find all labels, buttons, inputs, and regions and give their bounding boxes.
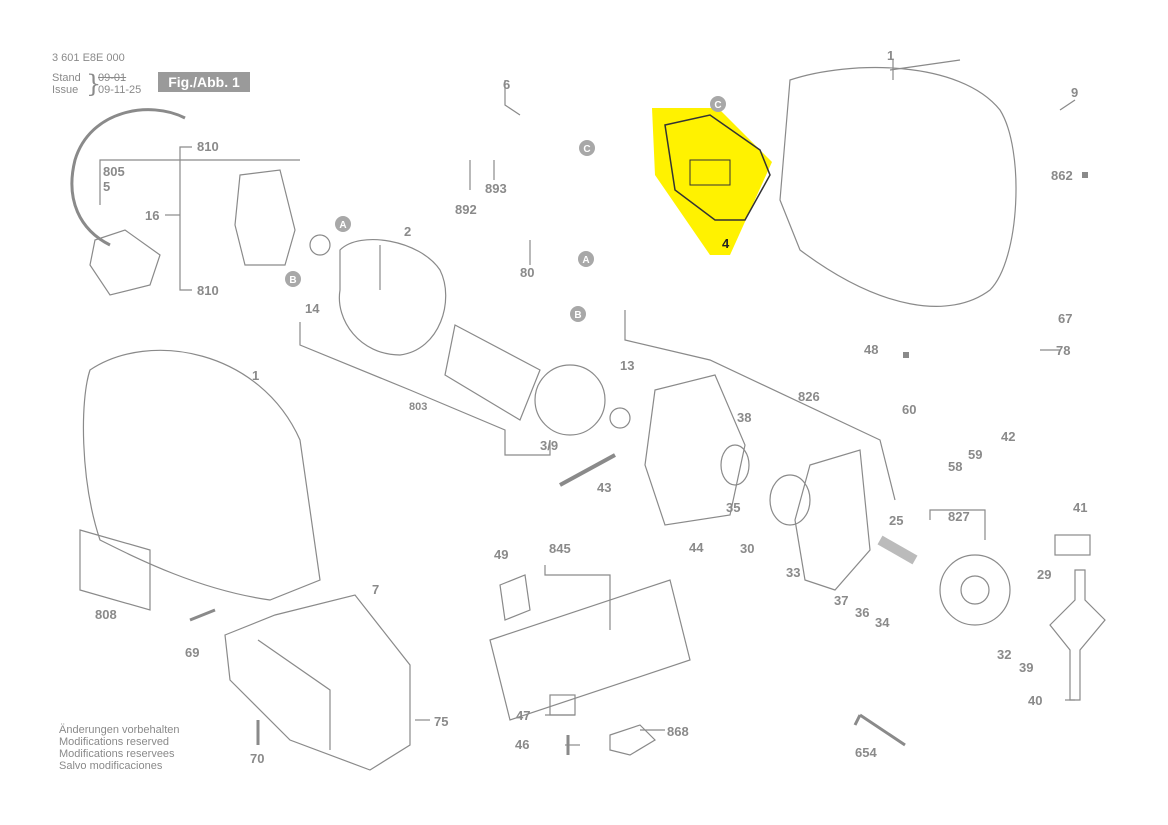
highlight-part-4 <box>652 108 772 255</box>
part-label-1b: 1 <box>252 368 260 383</box>
part-label-40: 40 <box>1028 693 1043 708</box>
part-label-845: 845 <box>549 541 571 556</box>
part-label-59: 59 <box>968 447 983 462</box>
part-label-1a: 1 <box>887 48 895 63</box>
part-label-2: 2 <box>404 224 412 239</box>
switch-4 <box>664 114 771 221</box>
part-label-47: 47 <box>516 708 531 723</box>
part-label-4: 4 <box>722 236 730 251</box>
part-label-78: 78 <box>1056 343 1071 358</box>
modification-notes: Änderungen vorbehalten Modifications res… <box>59 724 179 772</box>
armature <box>444 324 541 421</box>
figure-label: Fig./Abb. 1 <box>158 72 250 92</box>
part-label-48: 48 <box>864 342 879 357</box>
fan <box>534 364 606 436</box>
part-label-43: 43 <box>597 480 612 495</box>
callout-c-2: C <box>714 100 721 111</box>
note-es: Salvo modificaciones <box>59 760 163 772</box>
part-label-3-9: 3/9 <box>540 438 559 453</box>
part-label-827: 827 <box>948 509 970 524</box>
marker-square-2 <box>903 352 909 358</box>
callout-b-1: B <box>289 275 296 286</box>
part-label-7: 7 <box>372 582 380 597</box>
housing-left <box>82 349 321 601</box>
part-label-5: 5 <box>103 179 111 194</box>
gear-827 <box>939 554 1011 626</box>
switch-module <box>234 169 296 266</box>
callout-c-1: C <box>583 144 590 155</box>
base-plate <box>489 579 691 721</box>
cover-7 <box>224 594 411 771</box>
part-label-80: 80 <box>520 265 535 280</box>
plug <box>89 229 161 296</box>
part-label-654: 654 <box>855 745 877 760</box>
part-label-29: 29 <box>1037 567 1052 582</box>
part-label-32: 32 <box>997 647 1012 662</box>
part-label-60: 60 <box>902 402 917 417</box>
callout-b-2: B <box>574 310 581 321</box>
part-label-868: 868 <box>667 724 689 739</box>
doc-number: 3 601 E8E 000 <box>52 52 125 64</box>
part-label-14: 14 <box>305 301 320 316</box>
gear-housing <box>644 374 746 526</box>
part-label-16: 16 <box>145 208 160 223</box>
part-label-810b: 810 <box>197 283 219 298</box>
part-label-42: 42 <box>1001 429 1016 444</box>
part-label-39: 39 <box>1019 660 1034 675</box>
old-date: 09-01 <box>98 72 127 84</box>
part-label-36: 36 <box>855 605 870 620</box>
part-label-6: 6 <box>503 77 511 92</box>
part-label-9: 9 <box>1071 85 1079 100</box>
part-label-70: 70 <box>250 751 265 766</box>
plunger <box>1049 569 1106 701</box>
part-label-25: 25 <box>889 513 904 528</box>
part-label-58: 58 <box>948 459 963 474</box>
power-cord <box>70 108 186 247</box>
part-label-862: 862 <box>1051 168 1073 183</box>
field-coil <box>338 239 447 356</box>
part-label-67: 67 <box>1058 311 1073 326</box>
callout-circles <box>285 96 726 322</box>
part-label-810a: 810 <box>197 139 219 154</box>
part-label-892: 892 <box>455 202 477 217</box>
part-label-49: 49 <box>494 547 509 562</box>
issue-date: 09-11-25 <box>98 84 142 96</box>
part-label-893: 893 <box>485 181 507 196</box>
part-label-41: 41 <box>1073 500 1088 515</box>
part-label-35: 35 <box>726 500 741 515</box>
note-de: Änderungen vorbehalten <box>59 724 180 736</box>
plate-33 <box>794 449 871 591</box>
part-label-13: 13 <box>620 358 635 373</box>
callout-a-2: A <box>582 255 589 266</box>
note-fr: Modifications reservees <box>59 748 175 760</box>
part-label-37: 37 <box>834 593 849 608</box>
issue-label: Issue <box>52 84 79 96</box>
part-label-34: 34 <box>875 615 890 630</box>
part-label-69: 69 <box>185 645 200 660</box>
part-label-30: 30 <box>740 541 755 556</box>
stand-label: Stand <box>52 72 81 84</box>
brace-icon: } <box>86 70 102 98</box>
part-label-826: 826 <box>798 389 820 404</box>
part-label-803: 803 <box>409 401 428 413</box>
part-label-46: 46 <box>515 737 530 752</box>
marker-square-1 <box>1082 172 1088 178</box>
part-label-33: 33 <box>786 565 801 580</box>
note-en: Modifications reserved <box>59 736 170 748</box>
part-label-44: 44 <box>689 540 704 555</box>
part-label-808: 808 <box>95 607 117 622</box>
part-label-38: 38 <box>737 410 752 425</box>
callout-a-1: A <box>339 220 346 231</box>
bracket-16 <box>179 146 192 291</box>
part-label-805: 805 <box>103 164 125 179</box>
housing-right <box>779 66 1017 307</box>
part-label-75: 75 <box>434 714 449 729</box>
